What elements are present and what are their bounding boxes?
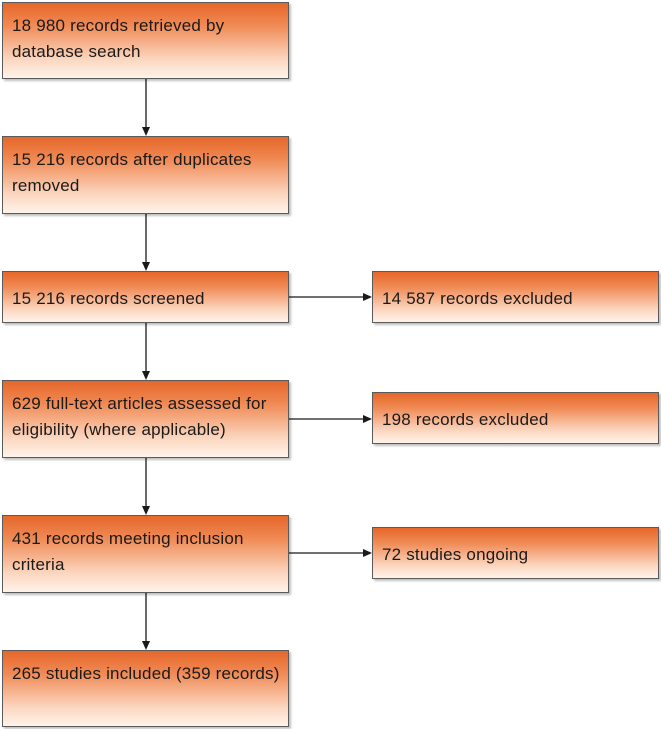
screening-excluded-text: 14 587 records excluded [382, 289, 573, 308]
records-screened-box: 15 216 records screened [2, 271, 289, 323]
inclusion-criteria-box: 431 records meeting inclusion criteria [2, 515, 289, 593]
duplicates-removed-box: 15 216 records after duplicates removed [2, 136, 289, 214]
duplicates-removed-text: 15 216 records after duplicates removed [12, 150, 252, 195]
fulltext-excluded-text: 198 records excluded [382, 410, 549, 429]
screening-excluded-box: 14 587 records excluded [372, 271, 659, 323]
records-retrieved-text: 18 980 records retrieved by database sea… [12, 16, 225, 61]
studies-ongoing-text: 72 studies ongoing [382, 545, 529, 564]
arrowhead-right [363, 415, 372, 423]
inclusion-criteria-text: 431 records meeting inclusion criteria [12, 529, 244, 574]
records-screened-text: 15 216 records screened [12, 289, 205, 308]
fulltext-excluded-box: 198 records excluded [372, 392, 659, 444]
arrowhead-down [142, 641, 150, 650]
arrowhead-right [363, 549, 372, 557]
arrowhead-right [363, 293, 372, 301]
arrowhead-down [142, 506, 150, 515]
studies-ongoing-box: 72 studies ongoing [372, 527, 659, 579]
fulltext-assessed-box: 629 full-text articles assessed for elig… [2, 380, 289, 458]
records-retrieved-box: 18 980 records retrieved by database sea… [2, 2, 289, 79]
arrowhead-down [142, 262, 150, 271]
studies-included-text: 265 studies included (359 records) [12, 664, 280, 683]
arrowhead-down [142, 127, 150, 136]
arrowhead-down [142, 371, 150, 380]
studies-included-box: 265 studies included (359 records) [2, 650, 289, 727]
fulltext-assessed-text: 629 full-text articles assessed for elig… [12, 394, 267, 439]
